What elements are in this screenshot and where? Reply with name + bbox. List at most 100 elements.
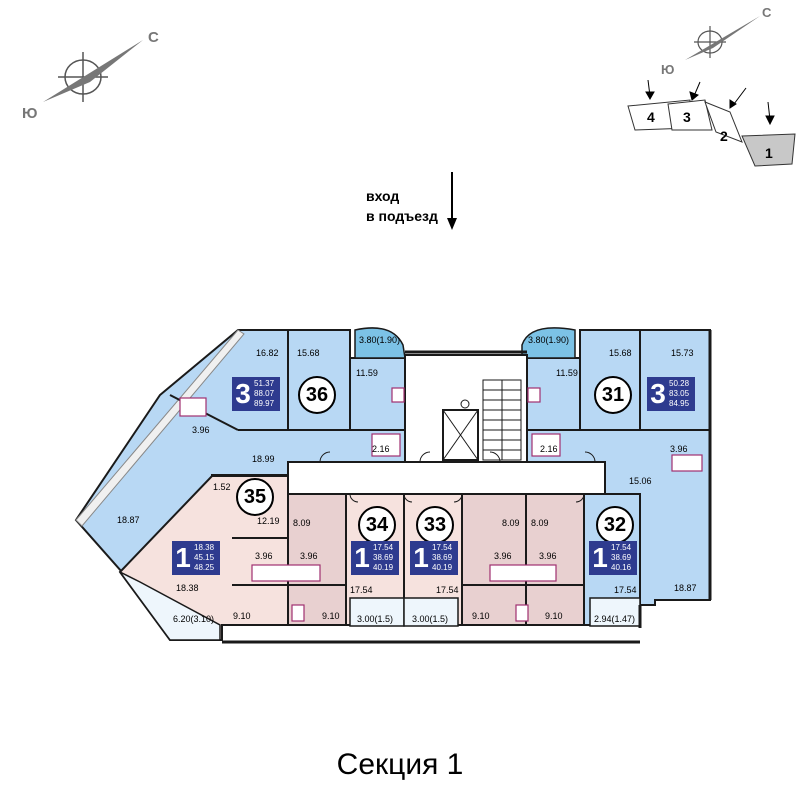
room-label: 15.68 [297,348,320,358]
compass-left: С Ю [22,29,159,122]
room-label: 15.06 [629,476,652,486]
compass-needle-small [685,16,760,60]
key-plan-label-1: 1 [765,145,773,161]
door-swings [319,451,596,503]
living-area: 17.54 [432,543,453,552]
key-plan-section-2 [704,101,743,143]
room-label: 3.00(1.5) [357,614,394,624]
total-area-with-loggia: 89.97 [254,399,275,408]
key-plan-section-1 [741,133,796,167]
compass-north-label: С [148,29,159,46]
key-plan-label-4: 4 [647,109,655,125]
room-label: 9.10 [472,611,490,621]
apartment-badge-32: 1 17.54 38.69 40.16 [589,541,637,575]
room-label: 2.16 [540,444,558,454]
room-label: 16.82 [256,348,279,358]
entrance-arrow [447,172,457,230]
staircase [482,379,522,461]
room-count: 1 [175,542,191,573]
room-label: 18.87 [117,515,140,525]
balcony-33 [403,597,459,627]
total-area-with-loggia: 48.25 [194,563,215,572]
total-area: 38.69 [373,553,394,562]
room-label: 3.00(1.5) [412,614,449,624]
total-area: 88.07 [254,389,275,398]
room-count: 1 [354,542,370,573]
room-label: 8.09 [502,518,520,528]
total-area: 38.69 [611,553,632,562]
room-label: 1.52 [213,482,231,492]
apartment-badge-35: 1 18.38 45.15 48.25 [172,541,220,575]
entrance-label: вход в подъезд [366,186,438,226]
room-label: 3.96 [494,551,512,561]
room-label: 8.09 [531,518,549,528]
room-count: 1 [413,542,429,573]
total-area: 45.15 [194,553,215,562]
apartment-badges: 3 51.37 88.07 89.97 3 50.28 83.05 84.95 … [172,377,695,575]
room-label: 15.73 [671,348,694,358]
room-label: 2.94(1.47) [594,614,636,624]
room-label: 18.87 [674,583,697,593]
living-area: 18.38 [194,543,215,552]
room-count: 1 [592,542,608,573]
room-label: 11.59 [356,368,378,378]
apartment-number-36: 36 [298,376,336,414]
entrance-label-line2: в подъезд [366,208,438,224]
compass-needle [43,40,143,102]
room-labels: 16.82 15.68 3.80(1.90) 11.59 3.96 18.99 … [117,335,697,624]
room-label: 6.20(3.10) [173,614,215,624]
apartment-numbers: 36 31 35 34 33 32 [236,376,634,544]
entrance-label-line1: вход [366,188,400,204]
total-area: 38.69 [432,553,453,562]
room-label: 3.96 [192,425,210,435]
compass-south-label: Ю [22,105,37,122]
corridor [287,461,606,495]
apartment-badge-33: 1 17.54 38.69 40.19 [410,541,458,575]
key-plan-label-2: 2 [720,128,728,144]
balcony-36 [75,329,245,527]
room-count: 3 [235,378,251,409]
key-plan-arrow-2 [733,87,747,105]
room-label: 18.99 [252,454,275,464]
room-label: 3.96 [670,444,688,454]
room-label: 3.80(1.90) [528,335,570,345]
room-label: 17.54 [436,585,459,595]
room-count: 3 [650,378,666,409]
compass-south-label-small: Ю [661,62,674,77]
apartment-number-31: 31 [594,376,632,414]
key-plan-label-3: 3 [683,109,691,125]
room-label: 2.16 [372,444,390,454]
key-plan: 4 3 2 1 [627,79,796,167]
apartment-number-35: 35 [236,478,274,516]
stair-core [404,354,528,466]
floor-plan [74,327,712,644]
living-area: 51.37 [254,379,275,388]
balcony-35 [119,571,221,641]
compass-right: С Ю [661,5,772,77]
interior-walls [169,330,710,625]
living-area: 17.54 [373,543,394,552]
balcony-32 [589,597,641,627]
bathroom-fixtures [179,387,703,622]
section-caption: Секция 1 [336,748,464,781]
total-area-with-loggia: 40.16 [611,563,632,572]
room-label: 3.96 [255,551,273,561]
room-label: 8.09 [293,518,311,528]
hatch-icon [460,399,470,409]
loggia-31 [521,327,576,359]
apartment-badge-31: 3 50.28 83.05 84.95 [647,377,695,411]
outer-walls [222,330,712,644]
room-label: 15.68 [609,348,632,358]
apartment-number-33: 33 [416,506,454,544]
total-area-with-loggia: 84.95 [669,399,690,408]
living-area: 50.28 [669,379,690,388]
total-area-with-loggia: 40.19 [373,563,394,572]
apartment-badge-34: 1 17.54 38.69 40.19 [351,541,399,575]
total-area: 83.05 [669,389,690,398]
room-label: 11.59 [556,368,578,378]
room-label: 9.10 [233,611,251,621]
total-area-with-loggia: 40.19 [432,563,453,572]
compass-north-label-small: С [762,5,772,20]
room-label: 3.96 [539,551,557,561]
room-label: 12.19 [257,516,280,526]
